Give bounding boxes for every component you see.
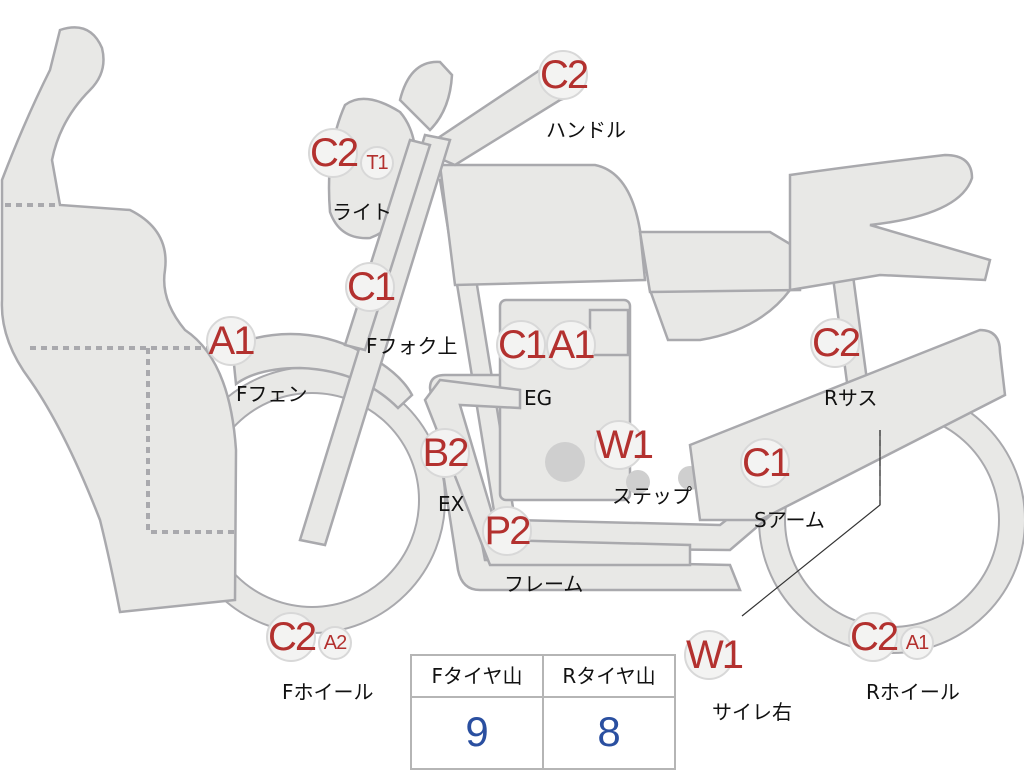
engine-code[interactable]: C1 [496,320,547,370]
light-label: ライト [332,200,392,224]
fork-upper-code[interactable]: C1 [345,262,396,312]
rear-tread-header: Rタイヤ山 [544,656,674,698]
frame-label: フレーム [504,572,584,596]
engine-label: EG [524,386,553,410]
fork-shape [298,133,452,547]
front-fender-shape [230,332,414,410]
swing-arm-label: Sアーム [754,508,825,532]
front-tread-header: Fタイヤ山 [412,656,542,698]
step-label: ステップ [612,484,692,508]
frame-code[interactable]: P2 [482,506,532,556]
r-suspension-code[interactable]: C2 [810,318,861,368]
f-wheel-code-small[interactable]: A2 [318,626,352,660]
fairing-shape [0,26,238,614]
rear-tread-value[interactable]: 8 [597,708,621,755]
r-suspension-label: Rサス [824,386,878,410]
f-fender-label: Fフェン [236,382,308,406]
r-wheel-code-small[interactable]: A1 [900,626,934,660]
light-code-small[interactable]: T1 [360,146,394,180]
table-divider [542,656,544,768]
swing-arm-code[interactable]: C1 [740,438,791,488]
fairing-seam-3 [146,348,235,534]
r-wheel-code[interactable]: C2 [848,612,899,662]
light-code[interactable]: C2 [308,128,359,178]
silencer-right-code[interactable]: W1 [684,630,744,680]
silencer-right-label: サイレ右 [712,700,792,724]
engine-code-2[interactable]: A1 [546,320,596,370]
exhaust-label: EX [438,492,465,516]
step-code[interactable]: W1 [594,420,654,470]
fork-upper-label: Fフォク上 [366,334,458,358]
footpeg-shape [626,470,650,494]
handle-label: ハンドル [546,118,626,142]
front-tread-value[interactable]: 9 [465,708,489,755]
fuel-tank-shape [438,163,647,287]
engine-head-shape [588,308,630,357]
f-wheel-code[interactable]: C2 [266,612,317,662]
seat-shape [638,230,802,294]
r-wheel-label: Rホイール [866,680,960,704]
f-wheel-label: Fホイール [282,680,374,704]
f-fender-code[interactable]: A1 [206,316,256,366]
exhaust-code[interactable]: B2 [420,428,470,478]
tire-tread-table: Fタイヤ山 Rタイヤ山 9 8 [410,654,676,770]
tail-shape [788,153,992,292]
handle-code[interactable]: C2 [538,50,589,100]
engine-cover-shape [545,442,585,482]
mirror-shape [398,60,454,132]
side-cover-shape [648,288,793,342]
